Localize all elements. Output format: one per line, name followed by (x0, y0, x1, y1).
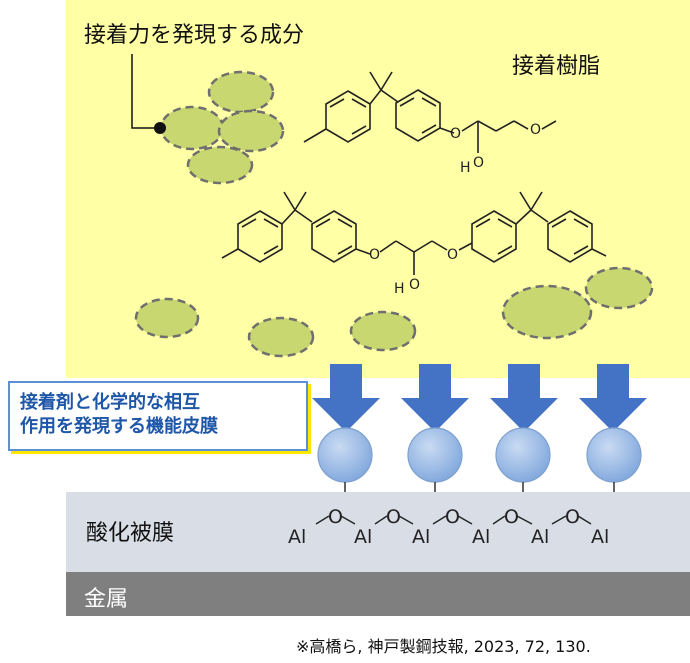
adhesion-particle (247, 316, 315, 358)
adhesion-particle (207, 70, 275, 114)
down-arrow (490, 364, 558, 432)
atom-o: O (530, 122, 541, 138)
down-arrow (401, 364, 469, 432)
functional-film-sphere (586, 427, 642, 483)
atom-o: O (369, 247, 380, 263)
oxide-film-layer (66, 492, 690, 572)
adhesion-particle (159, 105, 225, 151)
o-atom: O (445, 506, 460, 528)
o-atom: O (565, 506, 580, 528)
adhesion-particle (501, 284, 593, 340)
metal-layer (66, 572, 690, 616)
label-adhesion-component: 接着力を発現する成分 (84, 23, 305, 48)
adhesion-particle (134, 297, 200, 339)
al-atom: Al (412, 526, 430, 548)
atom-o: O (447, 247, 458, 263)
callout-line-2: 作用を発現する機能皮膜 (20, 416, 218, 437)
adhesion-particle (217, 109, 285, 153)
epoxy-molecule-2 (221, 191, 607, 275)
label-metal: 金属 (84, 587, 129, 612)
al-atom: Al (288, 526, 306, 548)
callout-box: 接着剤と化学的な相互 作用を発現する機能皮膜 (8, 381, 308, 451)
leader-dot (154, 122, 166, 134)
al-atom: Al (472, 526, 490, 548)
atom-o: O (450, 126, 461, 142)
epoxy-molecule-1 (303, 71, 557, 153)
callout-line-1: 接着剤と化学的な相互 (20, 392, 200, 413)
functional-film-sphere (407, 427, 463, 483)
atom-o: O (473, 155, 484, 171)
al-atom: Al (591, 526, 609, 548)
citation: ※高橋ら, 神戸製鋼技報, 2023, 72, 130. (296, 637, 591, 656)
adhesion-particle (349, 310, 417, 352)
adhesion-particle (186, 145, 254, 185)
leader-line (131, 54, 160, 129)
atom-h: H (394, 281, 405, 297)
o-atom: O (386, 506, 401, 528)
o-atom: O (328, 506, 343, 528)
o-atom: O (504, 506, 519, 528)
atom-o: O (409, 277, 420, 293)
down-arrow (312, 364, 380, 432)
al-atom: Al (531, 526, 549, 548)
functional-film-sphere (495, 427, 551, 483)
functional-film-sphere (317, 427, 373, 483)
label-adhesive-resin: 接着樹脂 (512, 54, 601, 79)
al-atom: Al (354, 526, 372, 548)
down-arrow (579, 364, 647, 432)
adhesion-particle (584, 266, 654, 310)
label-oxide-film: 酸化被膜 (86, 521, 175, 546)
atom-h: H (460, 160, 471, 176)
